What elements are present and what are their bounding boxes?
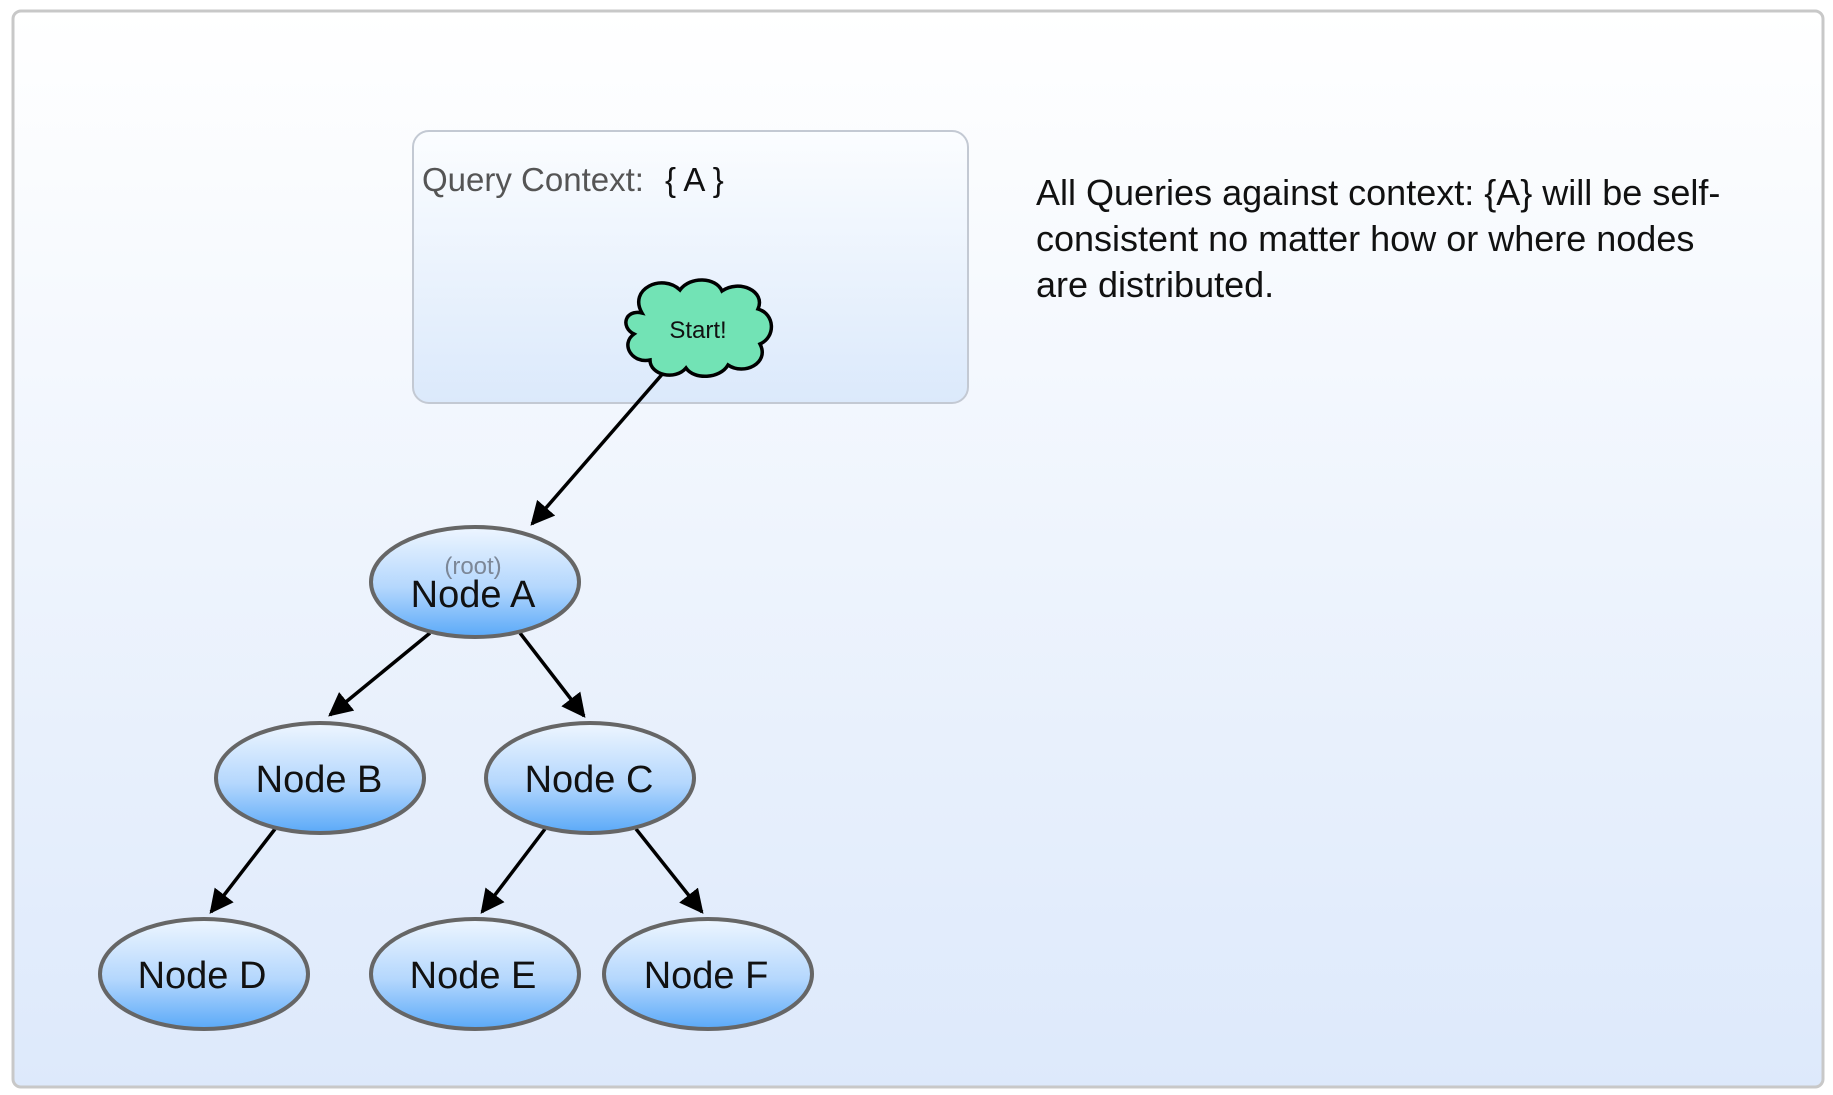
start-cloud: Start!	[624, 278, 774, 378]
node-b-label: Node B	[256, 759, 383, 801]
start-cloud-shape	[624, 278, 774, 378]
node-f: Node F	[602, 917, 814, 1031]
query-context-frame	[412, 130, 969, 404]
node-b-shape	[214, 721, 426, 835]
query-context-box: Query Context: { A }	[412, 130, 969, 404]
node-f-label: Node F	[644, 955, 769, 997]
edge-node-a-to-node-c	[518, 631, 586, 718]
node-a-label: Node A	[411, 574, 536, 616]
consistency-note: All Queries against context: {A} will be…	[1036, 172, 1721, 305]
node-d: Node D	[98, 917, 310, 1031]
node-e-label: Node E	[410, 955, 537, 997]
node-d-shape	[98, 917, 310, 1031]
node-e: Node E	[369, 917, 581, 1031]
node-a-root-tag: (root)	[444, 553, 501, 580]
node-a: (root) Node A	[369, 525, 581, 639]
node-b: Node B	[214, 721, 426, 835]
tree-edges	[209, 369, 704, 914]
node-e-shape	[369, 917, 581, 1031]
start-label: Start!	[669, 317, 726, 344]
node-a-shape	[369, 525, 581, 639]
edge-start-to-node-a	[530, 369, 667, 526]
query-context-value: { A }	[665, 161, 724, 198]
edge-node-c-to-node-f	[634, 827, 704, 914]
node-c-label: Node C	[525, 759, 654, 801]
query-context-label: Query Context:	[422, 161, 644, 198]
node-f-shape	[602, 917, 814, 1031]
node-c-shape	[484, 721, 696, 835]
edge-node-c-to-node-e	[480, 827, 547, 914]
node-c: Node C	[484, 721, 696, 835]
edge-node-b-to-node-d	[209, 827, 277, 914]
node-d-label: Node D	[138, 955, 267, 997]
edge-node-a-to-node-b	[328, 631, 432, 717]
